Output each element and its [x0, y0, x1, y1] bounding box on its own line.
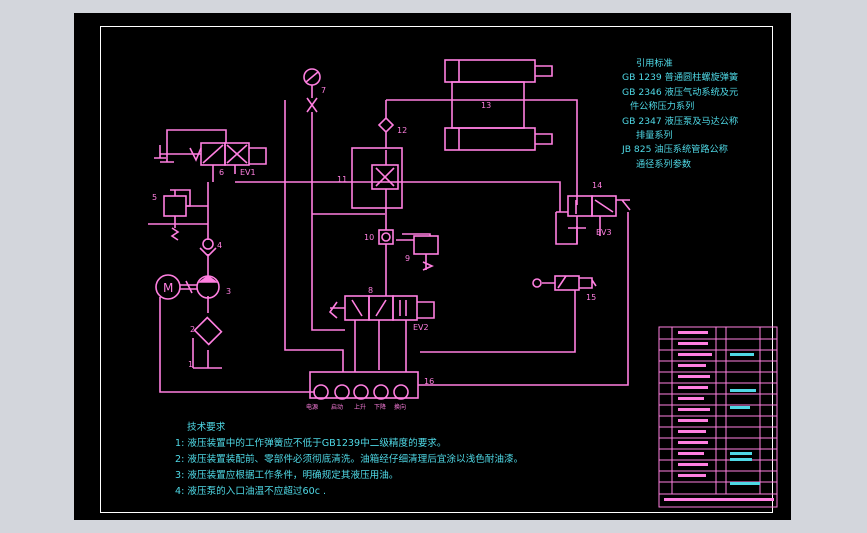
standard-line: 排量系列: [636, 130, 673, 142]
label-11: 11: [337, 175, 348, 184]
technical-requirements: 技术要求 1: 液压装置中的工作弹簧应不低于GB1239中二级精度的要求。 2:…: [175, 420, 523, 500]
tech-item: 4: 液压泵的入口油温不应超过60c .: [175, 486, 327, 497]
filter-2: [193, 316, 223, 346]
panel-label-start: 启动: [331, 404, 344, 411]
check-valve-12: [377, 100, 395, 148]
label-2: 2: [190, 325, 196, 334]
panel-label-power: 电源: [306, 404, 319, 411]
label-ev3: EV3: [596, 228, 612, 237]
label-3: 3: [226, 287, 232, 296]
panel-label-switch: 换向: [394, 404, 407, 411]
label-10: 10: [364, 233, 375, 242]
standard-line: GB 2347 液压泵及马达公称: [622, 115, 739, 127]
standard-line: 件公称压力系列: [630, 101, 695, 113]
label-7: 7: [321, 86, 327, 95]
standard-line: GB 1239 普通圆柱螺旋弹簧: [622, 72, 739, 84]
label-9: 9: [405, 254, 411, 263]
label-1: 1: [188, 360, 194, 369]
drawing-border: [100, 26, 773, 513]
tech-item: 1: 液压装置中的工作弹簧应不低于GB1239中二级精度的要求。: [175, 438, 447, 449]
standard-line: GB 2346 液压气动系统及元: [622, 86, 739, 98]
flow-control-valve-11: [351, 147, 403, 209]
tank-symbol: [192, 338, 222, 369]
label-ev1: EV1: [240, 168, 256, 177]
tech-item: 3: 液压装置应根据工作条件，明确规定其液压用油。: [175, 470, 399, 481]
tech-heading: 技术要求: [187, 422, 226, 433]
label-5: 5: [152, 193, 158, 202]
standards-heading: 引用标准: [636, 58, 673, 69]
label-13: 13: [481, 101, 492, 110]
panel-label-down: 下降: [374, 404, 387, 411]
referenced-standards: 引用标准 GB 1239 普通圆柱螺旋弹簧 GB 2346 液压气动系统及元 件…: [622, 57, 782, 172]
label-6: 6: [219, 168, 225, 177]
standard-line: JB 825 油压系统管路公称: [622, 144, 728, 156]
label-12: 12: [397, 126, 408, 135]
label-ev2: EV2: [413, 323, 429, 332]
label-15: 15: [586, 293, 597, 302]
motor: [155, 274, 181, 300]
label-8: 8: [368, 286, 374, 295]
label-16: 16: [424, 377, 435, 386]
label-4: 4: [217, 241, 223, 250]
motor-label: M: [163, 281, 174, 295]
panel-label-up: 上升: [354, 404, 367, 411]
label-14: 14: [592, 181, 603, 190]
standard-line: 通径系列参数: [636, 158, 692, 170]
tech-item: 2: 液压装置装配前、零部件必须彻底清洗。油箱经仔细清理后宜涂以浅色耐油漆。: [175, 454, 524, 465]
